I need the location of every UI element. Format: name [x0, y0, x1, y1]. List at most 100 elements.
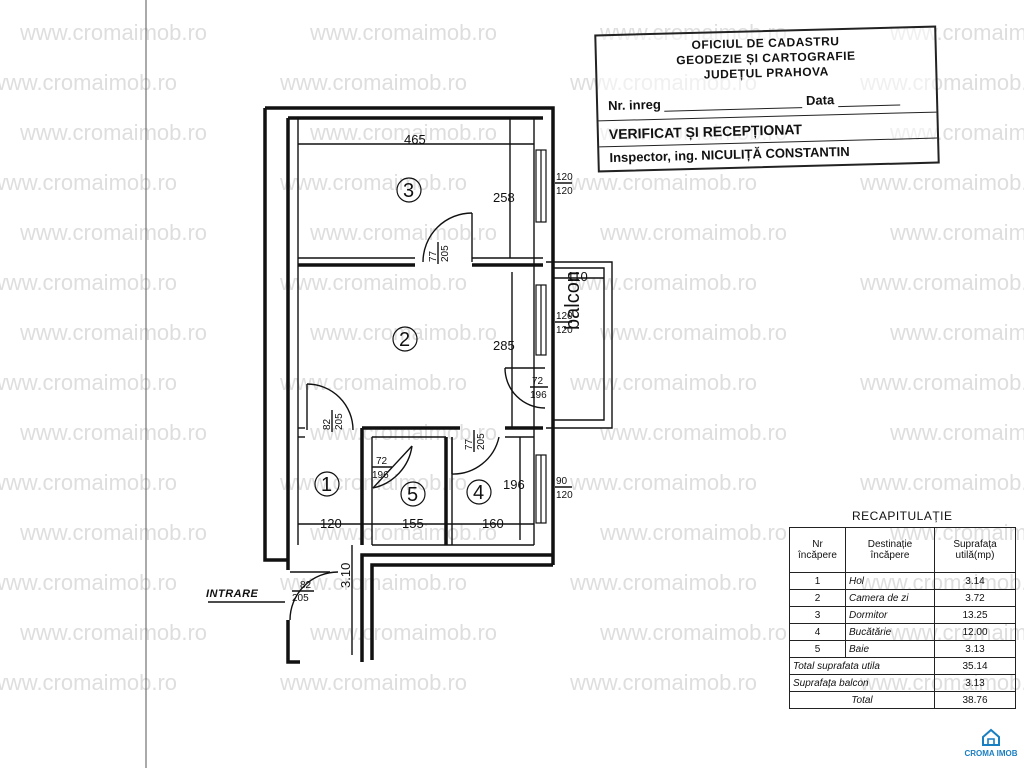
stamp-verified: VERIFICAT ȘI RECEPȚIONAT — [608, 121, 803, 143]
door-label-balcony: 72 196 — [530, 376, 548, 401]
window-room4-bottom: 120 — [556, 490, 573, 501]
room-1-number: 1 — [321, 474, 332, 496]
window-room4-top: 90 — [556, 476, 568, 487]
dim-room4-depth: 196 — [503, 477, 525, 492]
door-balcony — [504, 367, 546, 409]
door-room5-bottom: 196 — [372, 470, 389, 481]
door-room4-top: 77 — [464, 438, 475, 450]
window-room2 — [535, 284, 547, 356]
recap-area: 13.25 — [934, 606, 1016, 624]
door-entrance-top: 82 — [300, 580, 312, 591]
door-balcony-bottom: 196 — [530, 390, 547, 401]
stamp-date-line — [838, 104, 901, 108]
door-label-room5: 72 196 — [372, 456, 392, 481]
croma-logo: CROMA IMOB — [960, 726, 1022, 766]
entrance-label: INTRARE — [206, 588, 259, 600]
room-5-marker: 5 — [400, 481, 426, 507]
window-room3 — [535, 149, 547, 223]
logo-text: CROMA IMOB — [964, 749, 1018, 758]
dim-room5-width: 155 — [402, 516, 424, 531]
door-room3-bottom: 205 — [440, 245, 451, 262]
recap-area: 12.00 — [934, 623, 1016, 641]
recap-total-row: Total 38.76 — [789, 691, 1016, 709]
recap-dest: Hol — [845, 572, 935, 590]
door-room1-top: 82 — [322, 418, 333, 430]
door-room5-top: 72 — [376, 456, 388, 467]
table-row: 5 Baie 3.13 — [789, 640, 1016, 658]
recap-balcony-value: 3.13 — [934, 674, 1016, 692]
recap-area: 3.14 — [934, 572, 1016, 590]
room-4-marker: 4 — [466, 479, 492, 505]
recap-dest: Baie — [845, 640, 935, 658]
cadastre-stamp: OFICIUL DE CADASTRU GEODEZIE ȘI CARTOGRA… — [594, 25, 940, 173]
room-3-number: 3 — [403, 180, 414, 202]
recap-header-area: Suprafața utilă(mp) — [934, 527, 1016, 573]
table-row: 1 Hol 3.14 — [789, 572, 1016, 590]
recap-header-row: Nr încăpere Destinație încăpere Suprafaț… — [789, 527, 1016, 573]
room-2-number: 2 — [399, 329, 410, 351]
door-label-room1: 82 205 — [322, 410, 345, 432]
recap-balcony-label: Suprafața balcon — [789, 674, 935, 692]
recap-total-util-value: 35.14 — [934, 657, 1016, 675]
recap-total-util-row: Total suprafata utila 35.14 — [789, 657, 1016, 675]
door-label-entrance: 82 205 — [292, 580, 314, 604]
recap-nr: 3 — [789, 606, 846, 624]
dim-room4-width: 160 — [482, 516, 504, 531]
stamp-inspector-name: NICULIȚĂ CONSTANTIN — [701, 143, 850, 163]
stamp-nr-line — [664, 107, 803, 112]
room-5-number: 5 — [407, 484, 418, 506]
door-entrance-bottom: 205 — [292, 593, 309, 604]
door-room5 — [372, 445, 413, 489]
door-balcony-top: 72 — [532, 376, 544, 387]
window-room3-bottom: 120 — [556, 186, 573, 197]
recap-header-dest: Destinație încăpere — [845, 527, 935, 573]
recap-header-nr: Nr încăpere — [789, 527, 846, 573]
room-4-number: 4 — [473, 482, 484, 504]
window-room4 — [535, 454, 547, 524]
door-entrance — [289, 571, 339, 621]
room-1-marker: 1 — [314, 471, 340, 497]
door-label-room3: 77 205 — [428, 242, 451, 264]
door-room4 — [451, 436, 500, 475]
recap-area: 3.72 — [934, 589, 1016, 607]
balcony-outline — [546, 261, 613, 429]
recap-nr: 2 — [789, 589, 846, 607]
window-room3-top: 120 — [556, 172, 573, 183]
door-label-room4: 77 205 — [464, 430, 487, 452]
recap-area: 3.13 — [934, 640, 1016, 658]
recap-dest: Bucătărie — [845, 623, 935, 641]
dim-room3-depth: 258 — [493, 190, 515, 205]
door-room1 — [306, 383, 354, 431]
window-room2-top: 120 — [556, 311, 573, 322]
door-room3 — [422, 212, 473, 263]
table-row: 4 Bucătărie 12.00 — [789, 623, 1016, 641]
stamp-date-label: Data — [805, 92, 835, 108]
recap-dest: Dormitor — [845, 606, 935, 624]
door-room3-top: 77 — [428, 250, 439, 262]
dim-room3-width: 465 — [404, 132, 426, 147]
recap-total-value: 38.76 — [934, 691, 1016, 709]
recap-table: Nr încăpere Destinație încăpere Suprafaț… — [789, 527, 1016, 709]
recap-nr: 4 — [789, 623, 846, 641]
recap-nr: 1 — [789, 572, 846, 590]
recap-balcony-row: Suprafața balcon 3.13 — [789, 674, 1016, 692]
recap-title: RECAPITULAȚIE — [852, 509, 953, 523]
stamp-nr-label: Nr. inreg — [607, 96, 662, 114]
table-row: 2 Camera de zi 3.72 — [789, 589, 1016, 607]
recap-nr: 5 — [789, 640, 846, 658]
room-2-marker: 2 — [392, 326, 418, 352]
recap-total-util-label: Total suprafata utila — [789, 657, 935, 675]
balcony-label: balcon — [562, 271, 584, 330]
dim-room1-width: 120 — [320, 516, 342, 531]
recap-total-label: Total — [789, 691, 935, 709]
stamp-inspector-label: Inspector, ing. — [609, 147, 698, 166]
dimension-lines — [298, 118, 604, 655]
dim-balcony-width: 110 — [567, 269, 588, 284]
dim-room2-depth: 285 — [493, 338, 515, 353]
window-room2-bottom: 120 — [556, 325, 573, 336]
table-row: 3 Dormitor 13.25 — [789, 606, 1016, 624]
outer-walls — [263, 106, 555, 664]
door-room4-bottom: 205 — [476, 433, 487, 450]
door-room1-bottom: 205 — [334, 413, 345, 430]
